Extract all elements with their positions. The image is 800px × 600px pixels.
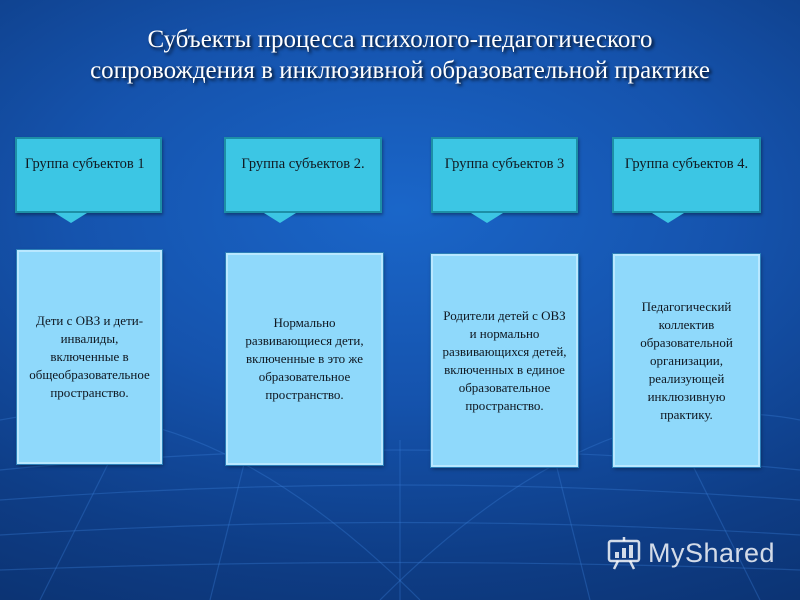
group-1-label: Группа субъектов 1 [25,156,145,172]
slide-title: Субъекты процесса психолого-педагогическ… [20,24,780,86]
description-card-4: Педагогический коллектив образовательной… [612,253,761,468]
group-4-box: Группа субъектов 4. [612,137,761,223]
group-3-label: Группа субъектов 3 [444,156,565,172]
group-3-callout-pointer [471,213,503,223]
presentation-board-icon [607,537,641,570]
description-card-1: Дети с ОВЗ и дети-инвалиды, включенные в… [16,249,163,465]
group-2-label: Группа субъектов 2. [241,156,365,172]
description-1-text: Дети с ОВЗ и дети-инвалиды, включенные в… [29,313,150,400]
description-4-text: Педагогический коллектив образовательной… [640,298,733,422]
group-3-box: Группа субъектов 3 [431,137,578,223]
title-line-1: Субъекты процесса психолого-педагогическ… [147,26,653,53]
title-line-2: сопровождения в инклюзивной образователь… [90,57,710,84]
group-1-box: Группа субъектов 1 [15,137,162,223]
group-1-callout-pointer [55,213,87,223]
description-card-3: Родители детей с ОВЗ и нормально развива… [430,253,579,468]
watermark-text: MyShared [648,537,776,568]
group-2-box: Группа субъектов 2. [224,137,382,223]
description-3-text: Родители детей с ОВЗ и нормально развива… [442,307,567,413]
group-2-callout-pointer [264,213,296,223]
group-4-label: Группа субъектов 4. [624,156,749,172]
group-4-callout-pointer [652,213,684,223]
watermark: MyShared [606,534,775,572]
description-card-2: Нормально развивающиеся дети, включенные… [225,252,384,466]
description-2-text: Нормально развивающиеся дети, включенные… [245,315,364,402]
